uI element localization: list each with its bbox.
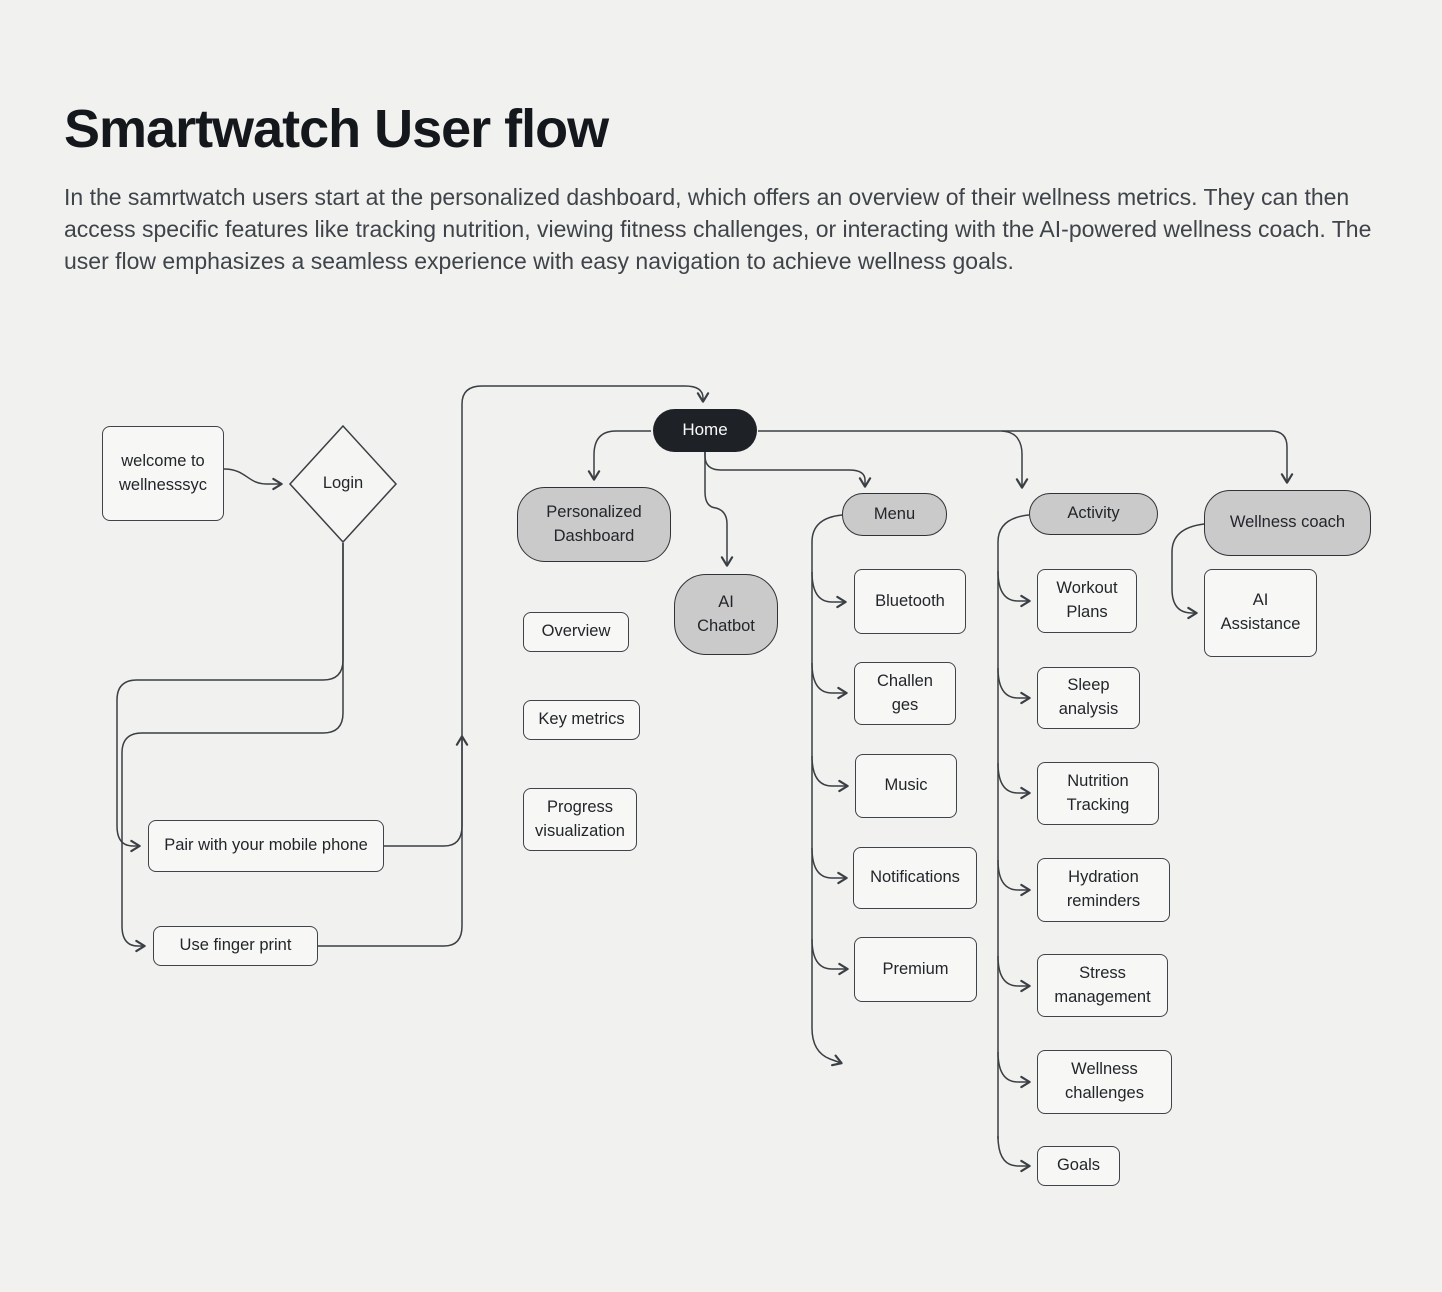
node-ai-chatbot[interactable]: AI Chatbot [674,574,778,655]
connector-fingerprint-merge [318,735,469,947]
connector-activity-goals [997,1135,1031,1173]
connector-home-dashboard [587,430,651,481]
node-activity[interactable]: Activity [1029,493,1158,535]
node-goals[interactable]: Goals [1037,1146,1120,1186]
connector-activity-wellness-challenges [997,1051,1031,1089]
connector-login-fingerprint [121,543,344,953]
connector-login-pair [116,543,344,853]
node-hydration-reminders[interactable]: Hydration reminders [1037,858,1170,922]
connector-welcome-login [223,468,283,491]
node-login[interactable]: Login [322,474,364,493]
node-notifications[interactable]: Notifications [853,847,977,909]
connector-menu-challenges [811,662,848,700]
node-welcome[interactable]: welcome to wellnesssyc [102,426,224,521]
node-personalized-dashboard[interactable]: Personalized Dashboard [517,487,671,562]
connector-activity-hydration [997,859,1031,897]
node-bluetooth[interactable]: Bluetooth [854,569,966,634]
node-home[interactable]: Home [653,409,757,452]
connector-pair-home [384,385,710,847]
connector-activity-workout [997,570,1031,608]
connector-menu-bluetooth [811,571,847,609]
connector-home-wellness-coach [758,430,1294,484]
connector-home-chatbot [704,452,734,567]
page-description: In the samrtwatch users start at the per… [64,184,1372,275]
node-key-metrics[interactable]: Key metrics [523,700,640,740]
node-challenges[interactable]: Challen ges [854,662,956,725]
node-nutrition-tracking[interactable]: Nutrition Tracking [1037,762,1159,825]
connector-coach-assistance [1171,523,1205,620]
node-wellness-coach[interactable]: Wellness coach [1204,490,1371,556]
connector-activity-stress [997,955,1031,993]
node-pair-phone[interactable]: Pair with your mobile phone [148,820,384,872]
connector-home-menu [704,452,872,488]
connector-activity-nutrition [997,762,1031,800]
node-menu[interactable]: Menu [842,493,947,536]
node-music[interactable]: Music [855,754,957,818]
node-premium[interactable]: Premium [854,937,977,1002]
connector-menu-rail [811,514,843,1067]
node-use-fingerprint[interactable]: Use finger print [153,926,318,966]
connector-menu-premium [811,938,849,976]
node-stress-management[interactable]: Stress management [1037,954,1168,1017]
connector-activity-sleep [997,667,1031,705]
node-ai-assistance[interactable]: AI Assistance [1204,569,1317,657]
connector-home-activity [1001,430,1029,489]
node-progress-visualization[interactable]: Progress visualization [523,788,637,851]
node-wellness-challenges[interactable]: Wellness challenges [1037,1050,1172,1114]
node-workout-plans[interactable]: Workout Plans [1037,569,1137,633]
login-diamond-shape [288,424,398,544]
connector-menu-notifications [811,847,848,885]
node-sleep-analysis[interactable]: Sleep analysis [1037,667,1140,729]
connector-menu-music [811,755,849,793]
page-title: Smartwatch User flow [64,99,609,160]
connector-activity-rail [997,514,1030,1139]
node-overview[interactable]: Overview [523,612,629,652]
